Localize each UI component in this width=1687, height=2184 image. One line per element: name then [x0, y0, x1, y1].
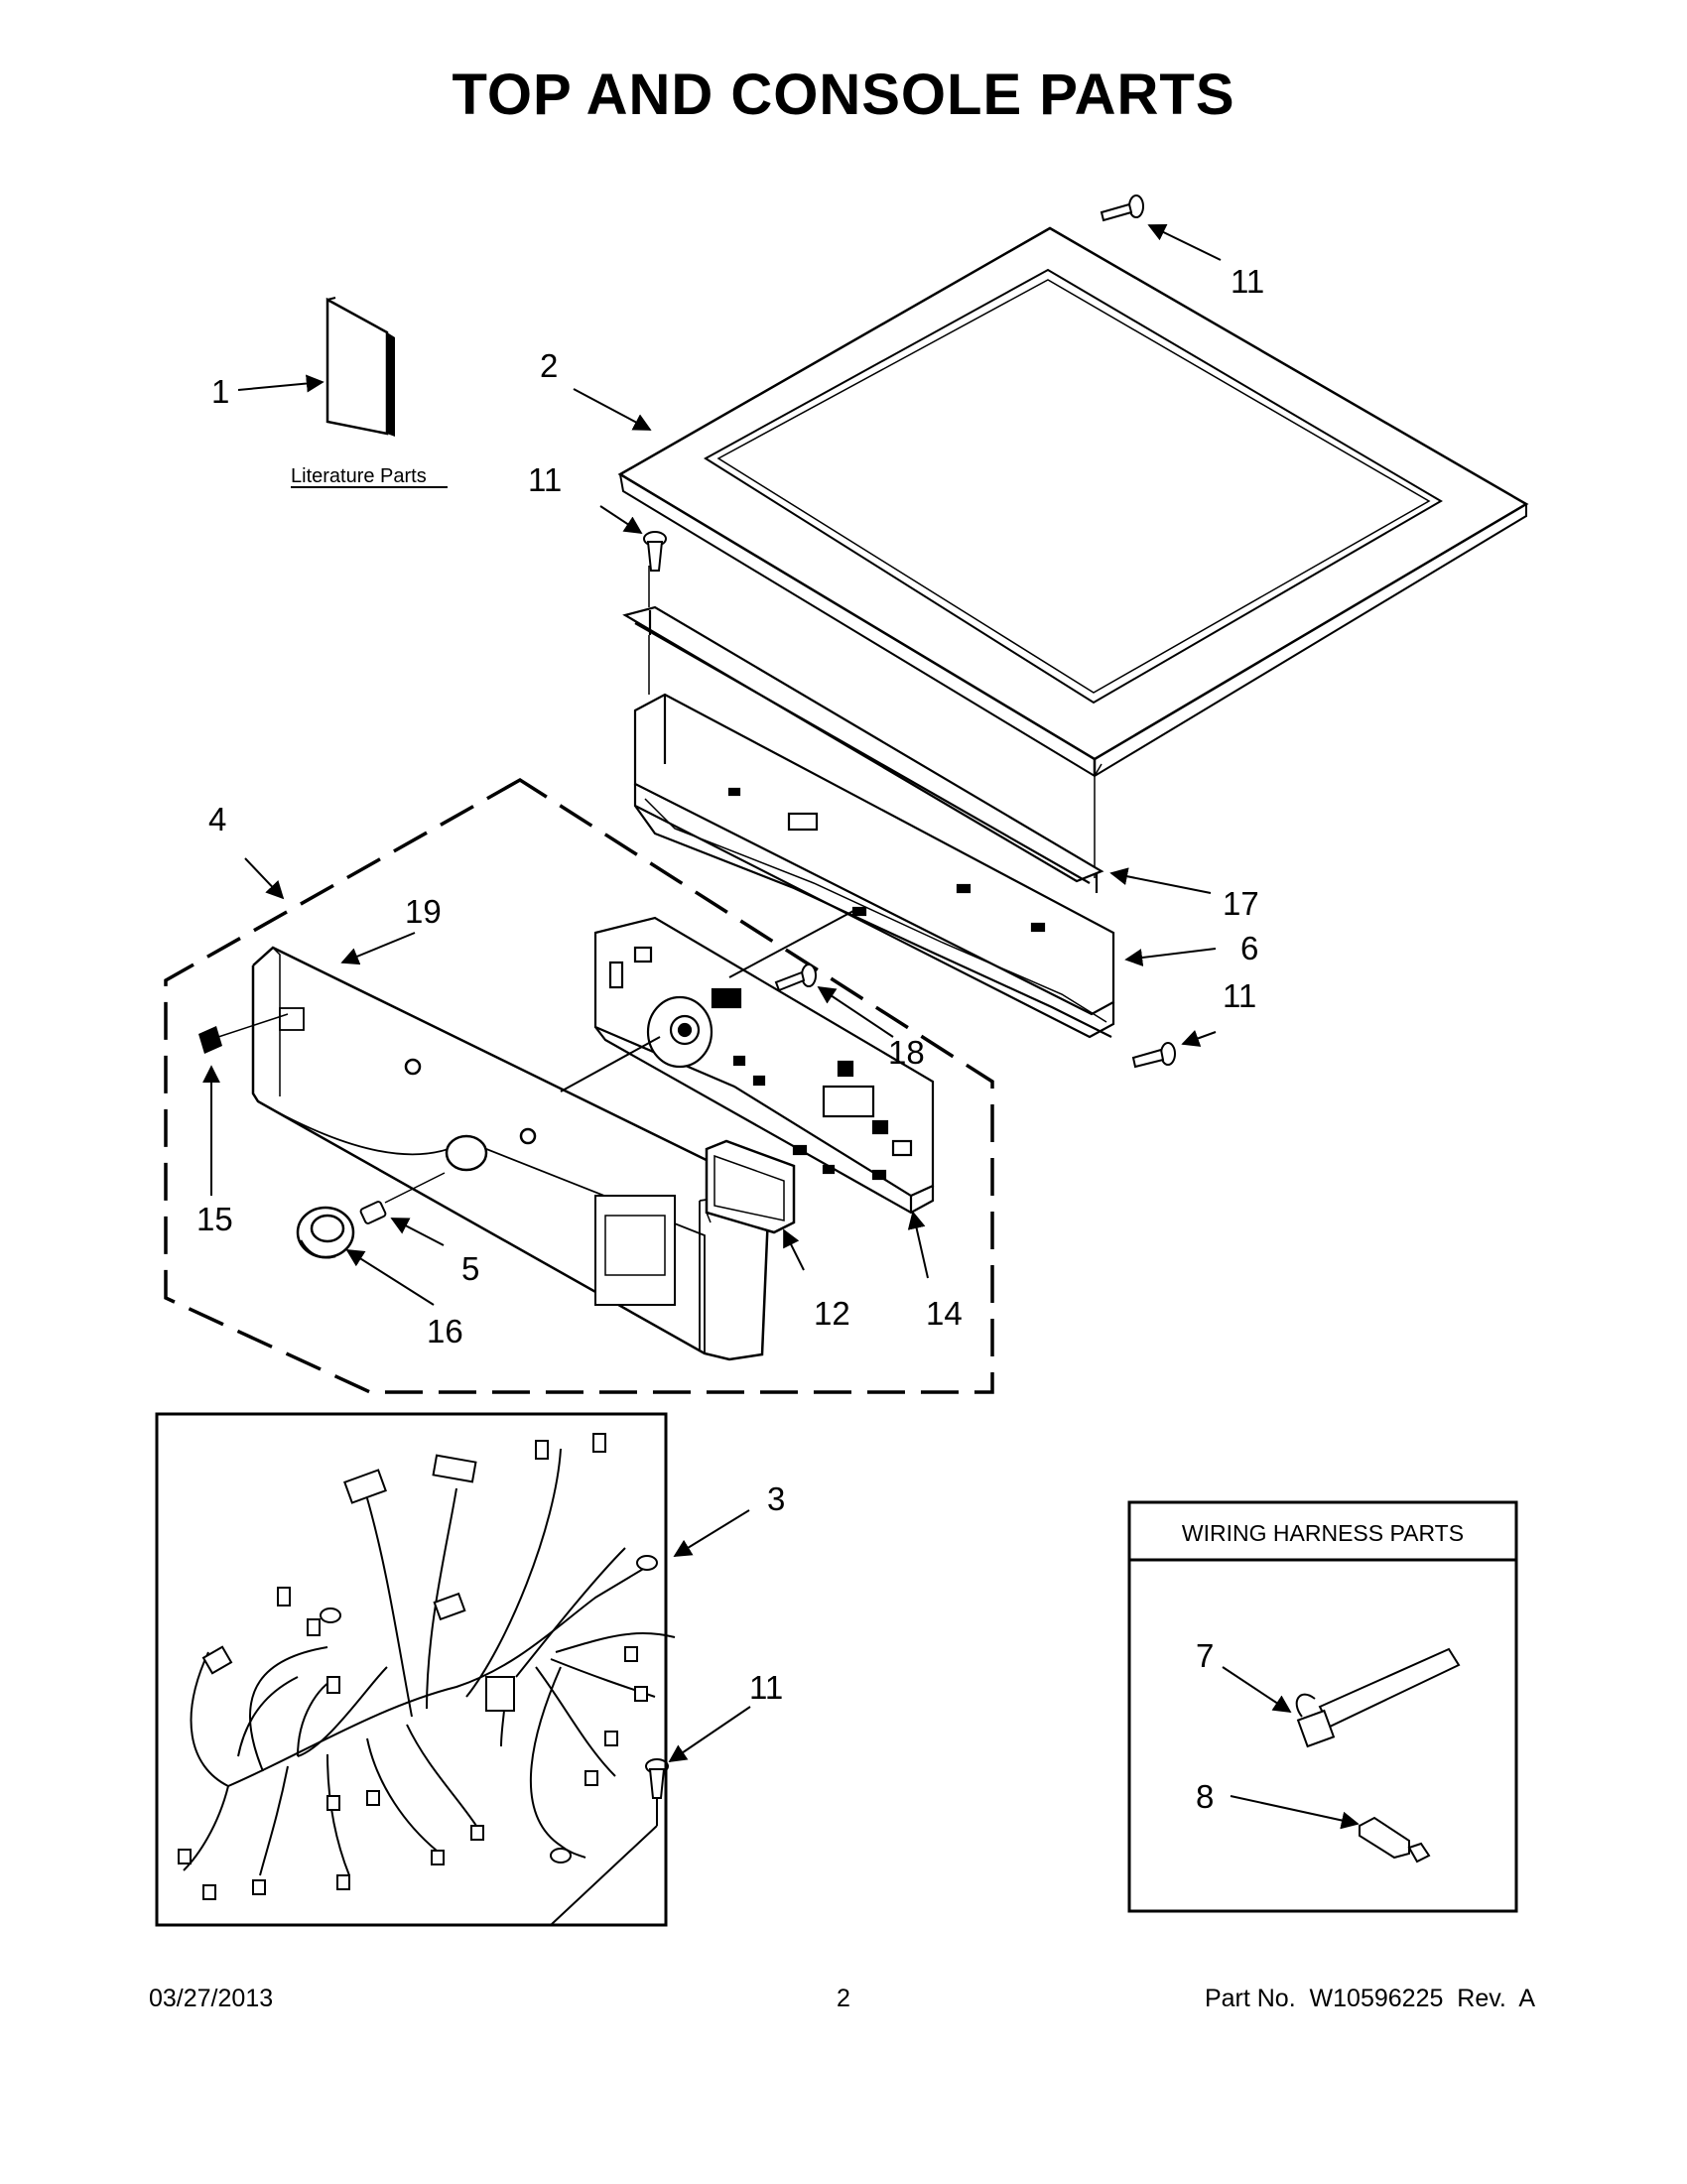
- top-panel: [617, 226, 1529, 778]
- wiring-harness-parts-title: WIRING HARNESS PARTS: [1182, 1520, 1464, 1546]
- callout-17: 17: [1223, 885, 1259, 922]
- footer-part-number: Part No. W10596225 Rev. A: [1204, 1985, 1535, 2012]
- screw-icon: [643, 194, 1176, 1799]
- callout-15: 15: [196, 1201, 233, 1237]
- page-title: TOP AND CONSOLE PARTS: [452, 63, 1235, 127]
- harness-connector-icon: [178, 1433, 648, 1900]
- knob: [296, 1206, 355, 1259]
- callout-2: 2: [540, 347, 558, 384]
- harness-grommet-icon: [320, 1555, 658, 1863]
- callout-6: 6: [1240, 930, 1258, 966]
- footer-page-number: 2: [837, 1985, 850, 2012]
- callout-19: 19: [405, 893, 442, 930]
- callout-11-right: 11: [1223, 977, 1256, 1014]
- lens-part: [198, 1013, 289, 1054]
- terminal-connector-icon: [1359, 1816, 1431, 1863]
- callout-5: 5: [461, 1250, 479, 1287]
- callout-18: 18: [888, 1034, 925, 1071]
- main-control-board: [593, 916, 935, 1215]
- callout-7: 7: [1196, 1637, 1214, 1674]
- callout-14: 14: [926, 1295, 963, 1332]
- callout-11-left: 11: [528, 461, 562, 498]
- callout-8: 8: [1196, 1778, 1214, 1815]
- callout-11-top: 11: [1231, 263, 1264, 300]
- callout-arrows: [202, 223, 1360, 1830]
- console-assembly-boundary: [164, 777, 994, 1394]
- cable-tie-icon: [1295, 1647, 1461, 1748]
- callout-16: 16: [427, 1313, 463, 1349]
- callout-4: 4: [208, 801, 226, 837]
- callout-11-harness: 11: [749, 1669, 783, 1706]
- console-support-bracket: [633, 693, 1115, 1039]
- knob-shaft: [359, 1172, 446, 1224]
- callout-1: 1: [211, 373, 229, 410]
- display-board: [705, 1139, 796, 1234]
- callout-12: 12: [814, 1295, 850, 1332]
- top-bracket: [622, 605, 1104, 893]
- callout-3: 3: [767, 1480, 785, 1517]
- footer-date: 03/27/2013: [149, 1985, 274, 2012]
- literature-book-icon: [325, 297, 395, 437]
- wiring-harness: [183, 1448, 676, 1876]
- literature-parts-label: Literature Parts: [291, 465, 427, 487]
- wiring-harness-box: [155, 1412, 668, 1927]
